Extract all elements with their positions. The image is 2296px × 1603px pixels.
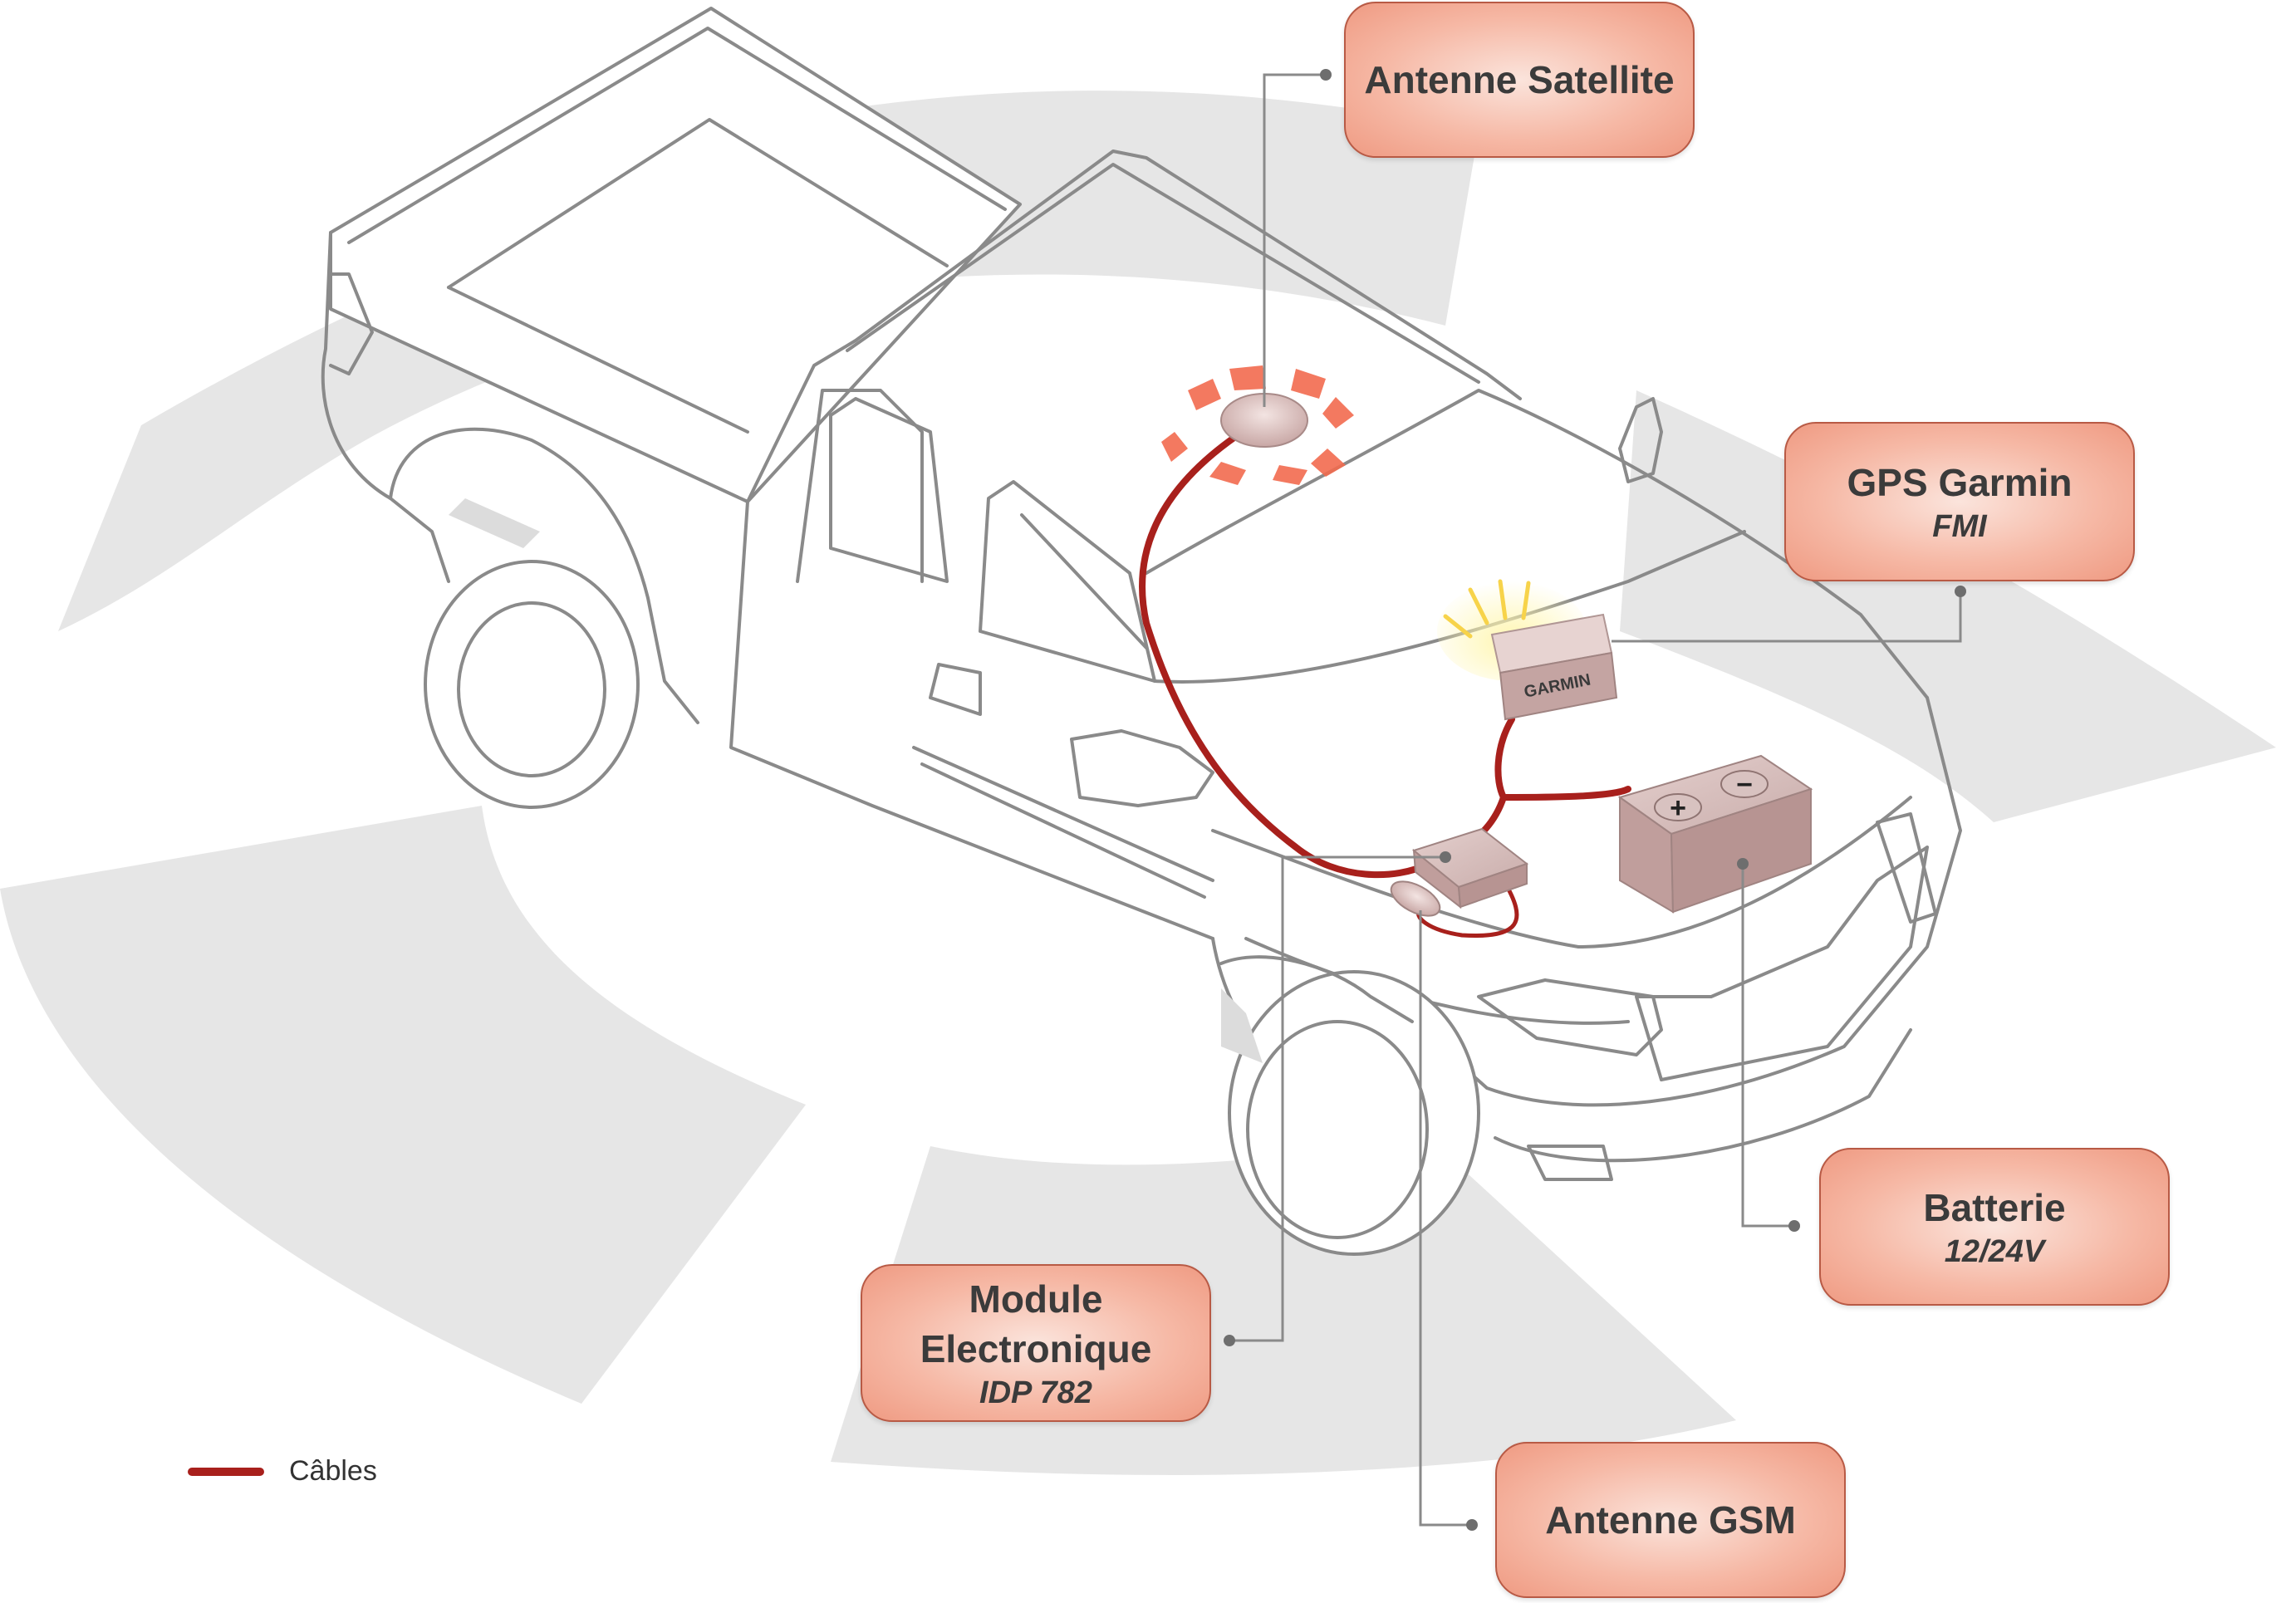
cable-legend-swatch	[188, 1467, 264, 1476]
satellite-antenna-icon	[1161, 365, 1354, 485]
callout-title: Antenne GSM	[1545, 1498, 1796, 1542]
legend-label: Câbles	[289, 1455, 377, 1487]
signal-rings	[1161, 365, 1354, 485]
cable-satellite-to-module	[1139, 422, 1432, 879]
leader-battery	[1741, 864, 1794, 1228]
callout-module-electronique: Module Electronique IDP 782	[861, 1264, 1211, 1422]
callout-title: GPS Garmin	[1847, 461, 2073, 504]
callout-title-line2: Electronique	[920, 1327, 1152, 1370]
callout-antenne-satellite: Antenne Satellite	[1344, 2, 1695, 158]
cable-gps-to-battery	[1494, 716, 1631, 802]
leader-dots	[1224, 69, 1966, 1531]
callout-title-line1: Module	[969, 1277, 1103, 1321]
leader-module	[1229, 855, 1445, 1342]
leader-gps	[1612, 591, 1962, 643]
battery-minus-label: −	[1736, 769, 1753, 801]
leader-lines	[1229, 73, 1962, 1527]
pickup-truck-outline	[321, 7, 1962, 1256]
legend: Câbles	[188, 1455, 377, 1488]
callout-title: Antenne Satellite	[1364, 58, 1675, 101]
callout-title: Batterie	[1923, 1186, 2066, 1229]
gps-device-icon: GARMIN	[1437, 579, 1618, 721]
gsm-antenna-icon	[1390, 880, 1441, 917]
leader-gsm	[1419, 910, 1472, 1527]
callout-batterie: Batterie 12/24V	[1819, 1148, 2170, 1306]
callout-subtitle: 12/24V	[1944, 1234, 2045, 1269]
battery-icon: + −	[1617, 754, 1813, 914]
callout-subtitle: IDP 782	[979, 1375, 1092, 1410]
battery-plus-label: +	[1670, 792, 1686, 824]
callout-gps-garmin: GPS Garmin FMI	[1784, 422, 2135, 581]
callout-subtitle: FMI	[1932, 509, 1987, 544]
leader-satellite	[1263, 73, 1326, 407]
electronic-module-icon	[1411, 827, 1529, 909]
callout-antenne-gsm: Antenne GSM	[1495, 1442, 1846, 1598]
